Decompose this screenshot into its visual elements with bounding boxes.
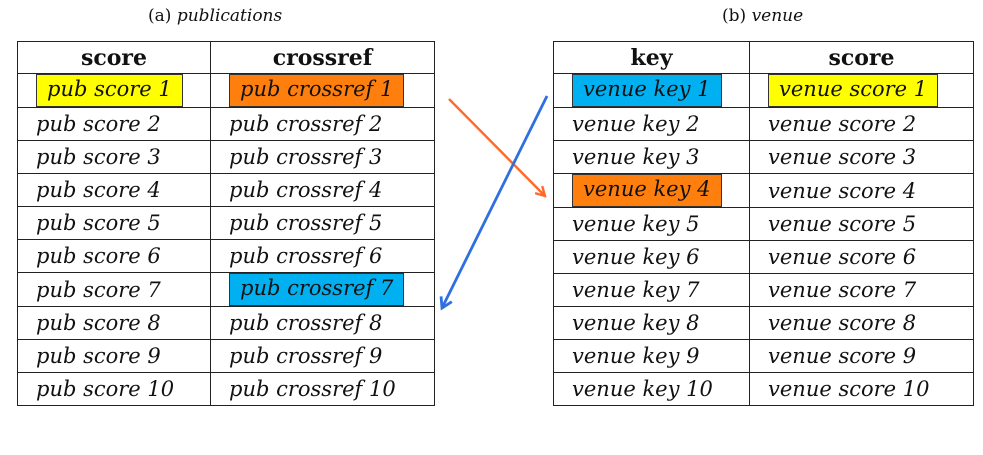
table-cell: pub crossref 4	[210, 173, 435, 207]
column-header: score	[749, 41, 974, 74]
table-cell: pub crossref 10	[210, 372, 435, 406]
arrow-crossref1-to-venuekey4	[448, 98, 545, 196]
table-cell: pub score 1	[17, 73, 211, 108]
column-header: key	[553, 41, 750, 74]
column-header: crossref	[210, 41, 435, 74]
table-cell: pub crossref 9	[210, 339, 435, 373]
table-cell: venue score 3	[749, 140, 974, 174]
table-cell: venue score 10	[749, 372, 974, 406]
column-header: score	[17, 41, 211, 74]
arrow-venuekey1-to-crossref7	[442, 95, 549, 308]
table-cell: venue key 3	[553, 140, 750, 174]
table-cell: venue key 8	[553, 306, 750, 340]
highlighted-cell-value: pub crossref 7	[229, 273, 405, 306]
table-cell: pub score 5	[17, 206, 211, 240]
table-cell: venue score 6	[749, 240, 974, 274]
highlighted-cell-value: venue key 1	[572, 74, 722, 107]
table-cell: venue key 7	[553, 273, 750, 307]
table-cell: pub crossref 2	[210, 107, 435, 141]
publications-caption-prefix: (a)	[148, 6, 172, 26]
highlighted-cell-value: pub crossref 1	[229, 74, 405, 107]
table-cell: pub crossref 8	[210, 306, 435, 340]
publications-caption-name: publications	[176, 6, 283, 26]
table-cell: venue key 5	[553, 207, 750, 241]
table-cell: venue key 9	[553, 339, 750, 373]
table-cell: pub score 8	[17, 306, 211, 340]
table-cell: venue score 1	[749, 73, 974, 108]
table-cell: pub score 10	[17, 372, 211, 406]
highlighted-cell-value: venue key 4	[572, 174, 722, 207]
table-cell: pub crossref 7	[210, 272, 435, 307]
table-cell: venue score 9	[749, 339, 974, 373]
venue-caption-name: venue	[751, 6, 804, 26]
table-cell: pub score 9	[17, 339, 211, 373]
table-row: venue key 4 venue score 4	[553, 173, 974, 208]
table-cell: pub score 3	[17, 140, 211, 174]
table-cell: venue score 8	[749, 306, 974, 340]
venue-caption-prefix: (b)	[722, 6, 747, 26]
table-cell: venue score 5	[749, 207, 974, 241]
publications-caption: (a) publications	[148, 6, 282, 26]
table-cell: venue score 7	[749, 273, 974, 307]
table-cell: venue key 2	[553, 107, 750, 141]
table-cell: venue key 4	[553, 173, 750, 208]
table-cell: venue key 6	[553, 240, 750, 274]
table-cell: pub score 4	[17, 173, 211, 207]
table-row: pub score 7 pub crossref 7	[17, 272, 435, 307]
table-cell: pub crossref 5	[210, 206, 435, 240]
table-cell: pub score 2	[17, 107, 211, 141]
table-cell: pub score 6	[17, 239, 211, 273]
table-row: pub score 1 pub crossref 1	[17, 73, 435, 108]
venue-caption: (b) venue	[722, 6, 803, 26]
table-cell: pub score 7	[17, 272, 211, 307]
table-cell: pub crossref 1	[210, 73, 435, 108]
highlighted-cell-value: venue score 1	[768, 74, 939, 107]
table-cell: venue key 1	[553, 73, 750, 108]
table-cell: pub crossref 3	[210, 140, 435, 174]
table-cell: pub crossref 6	[210, 239, 435, 273]
table-cell: venue score 2	[749, 107, 974, 141]
table-row: venue key 1 venue score 1	[553, 73, 974, 108]
highlighted-cell-value: pub score 1	[36, 74, 183, 107]
table-cell: venue score 4	[749, 173, 974, 208]
table-cell: venue key 10	[553, 372, 750, 406]
